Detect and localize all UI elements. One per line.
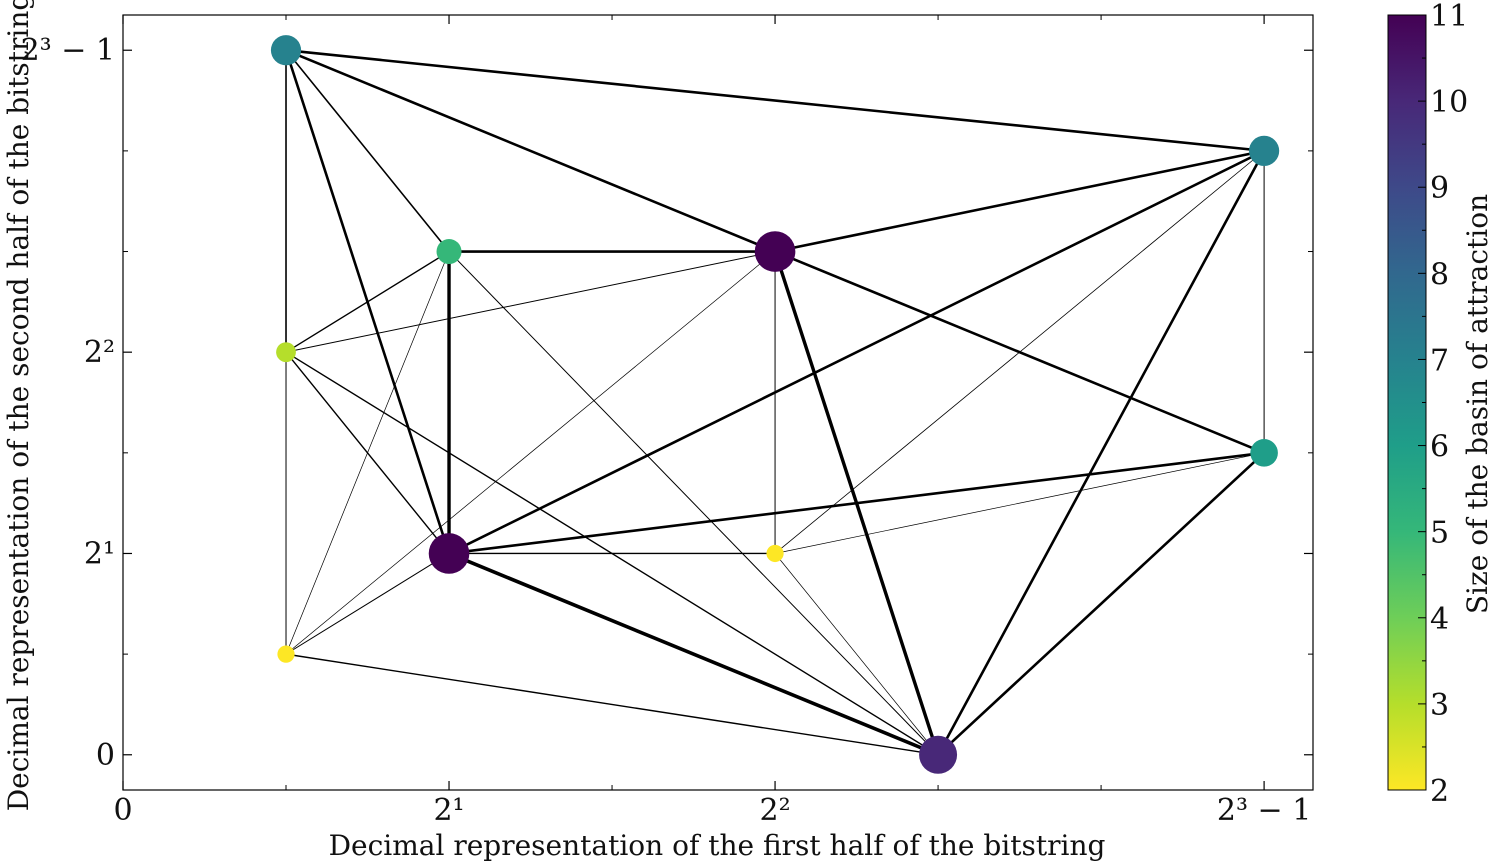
- graph-nodes: [270, 35, 1280, 774]
- y-axis-label: Decimal representation of the second hal…: [2, 0, 35, 811]
- graph-edge: [285, 251, 776, 353]
- graph-edge: [284, 48, 1266, 153]
- graph-edge: [448, 251, 939, 756]
- colorbar-tick-label: 5: [1430, 516, 1449, 551]
- axis-ticks: 0 2¹ 2² 2³ − 1 0 2¹ 2² 2³ − 1: [21, 15, 1313, 828]
- graph-node: [428, 533, 470, 574]
- graph-edge: [774, 553, 939, 756]
- graph-edge: [285, 351, 450, 555]
- y-tick-label: 2¹: [84, 536, 115, 571]
- graph-edge: [936, 451, 1266, 757]
- x-tick-label: 0: [113, 793, 132, 828]
- y-tick-label: 2²: [84, 335, 115, 370]
- x-axis-label: Decimal representation of the first half…: [329, 829, 1106, 862]
- graph-edges: [284, 48, 1266, 757]
- graph-node: [277, 645, 295, 663]
- graph-edge: [447, 149, 1266, 555]
- graph-node: [1250, 439, 1278, 467]
- colorbar: 2 3 4 5 6 7 8 9 10 11: [1387, 0, 1468, 809]
- graph-edge: [773, 149, 1266, 253]
- graph-edge: [285, 251, 776, 655]
- graph-edge: [285, 552, 450, 655]
- graph-edge: [285, 49, 450, 253]
- colorbar-gradient: [1387, 14, 1427, 791]
- colorbar-tick-label: 8: [1430, 257, 1449, 292]
- colorbar-tick-label: 11: [1430, 0, 1468, 34]
- graph-node: [276, 342, 296, 363]
- graph-edge: [447, 451, 1266, 555]
- graph-edge: [284, 48, 777, 253]
- colorbar-tick-label: 6: [1430, 430, 1449, 465]
- plot-area: [122, 14, 1314, 791]
- colorbar-tick-label: 4: [1430, 602, 1449, 637]
- colorbar-tick-label: 10: [1430, 85, 1468, 120]
- x-tick-label: 2³ − 1: [1217, 793, 1311, 828]
- graph-edge: [774, 452, 1265, 554]
- colorbar-tick-label: 3: [1430, 688, 1449, 723]
- graph-node: [270, 35, 302, 66]
- colorbar-tick-label: 2: [1430, 774, 1449, 809]
- colorbar-tick-label: 9: [1430, 171, 1449, 206]
- x-tick-label: 2²: [759, 793, 790, 828]
- y-tick-label: 0: [96, 738, 115, 773]
- graph-edge: [936, 149, 1266, 757]
- x-tick-label: 2¹: [433, 793, 464, 828]
- colorbar-tick-label: 7: [1430, 343, 1449, 378]
- graph-edge: [774, 150, 1265, 554]
- graph-edge: [285, 250, 450, 353]
- graph-node: [436, 239, 462, 265]
- colorbar-label: Size of the basin of attraction: [1461, 194, 1494, 614]
- graph-edge: [285, 653, 939, 756]
- graph-node: [919, 735, 958, 774]
- graph-node: [754, 231, 796, 272]
- graph-edge: [447, 551, 940, 757]
- graph-node: [766, 544, 784, 563]
- graph-node: [1248, 135, 1280, 166]
- y-tick-label: 2³ − 1: [21, 33, 115, 68]
